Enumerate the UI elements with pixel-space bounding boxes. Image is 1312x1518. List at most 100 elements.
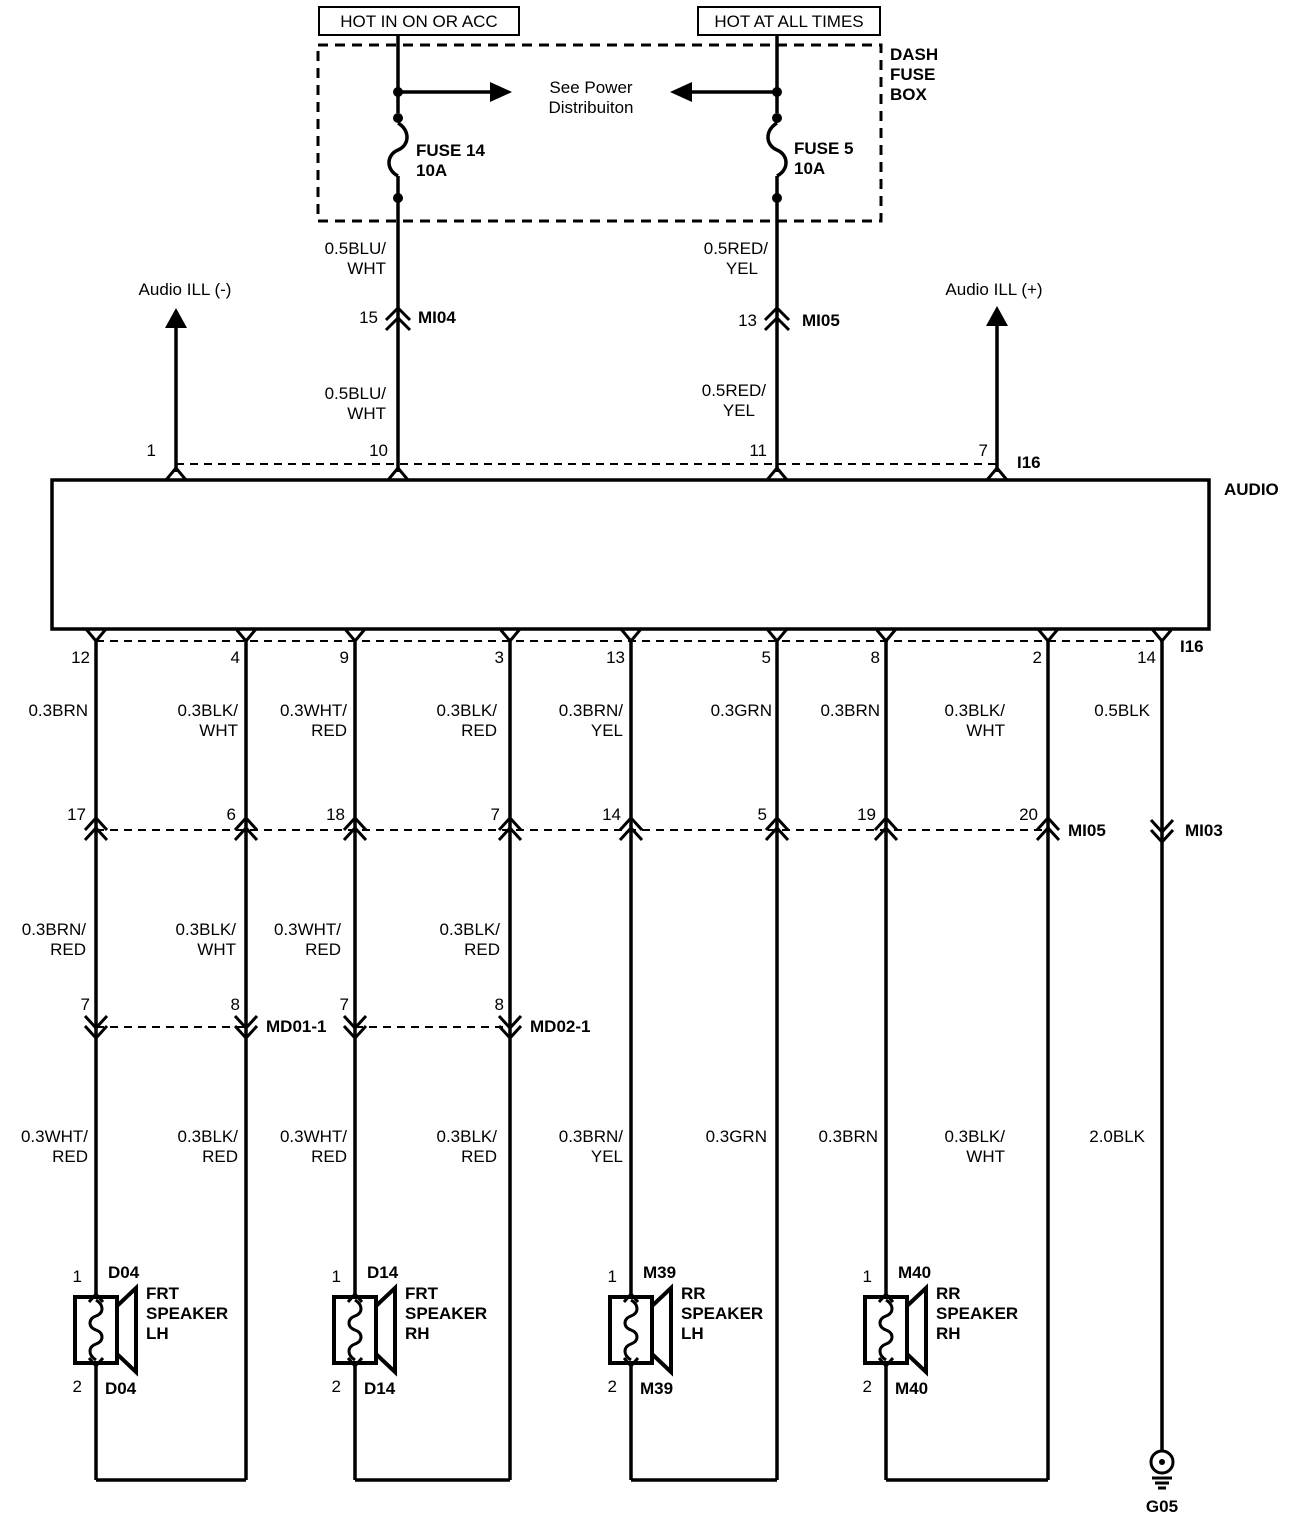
- speaker-pin2-symbol: [87, 1357, 105, 1369]
- wire-color-label: 0.3BLK/: [945, 701, 1006, 720]
- speaker-coil-icon: [878, 1298, 894, 1362]
- speaker-connector-label-top: D04: [108, 1263, 140, 1282]
- wire-color-label: WHT: [197, 940, 236, 959]
- mi05-pin-number: 6: [227, 805, 236, 824]
- i16-bottom-pin-number: 12: [71, 648, 90, 667]
- mi04-connector-symbol: [384, 305, 412, 332]
- mi05-top-label: MI05: [802, 311, 840, 330]
- speaker-cone-icon: [650, 1283, 673, 1377]
- dash-fuse-box-label-2: FUSE: [890, 65, 935, 84]
- mi03-label: MI03: [1185, 821, 1223, 840]
- wire-color-label: 0.3WHT/: [274, 920, 341, 939]
- i16-pin-11-symbol: [765, 465, 789, 481]
- mi05-pin-number: 19: [857, 805, 876, 824]
- see-power-label-1: See Power: [549, 78, 632, 97]
- wire-color-label: 0.3BLK/: [437, 1127, 498, 1146]
- mi05-pin-number: 7: [491, 805, 500, 824]
- speaker-name-label: SPEAKER: [405, 1304, 487, 1323]
- i16-bottom-pin-symbol: [84, 628, 108, 644]
- i16-bottom-pin-number: 3: [495, 648, 504, 667]
- speaker-cone-icon: [905, 1283, 928, 1377]
- wire-color-label: YEL: [591, 721, 623, 740]
- wire-color-label: RED: [311, 721, 347, 740]
- wire-color-label: RED: [464, 940, 500, 959]
- wire-color-label: RED: [461, 1147, 497, 1166]
- ground-icon: [1152, 1476, 1172, 1490]
- i16-top-label: I16: [1017, 453, 1041, 472]
- i16-bottom-pin-number: 8: [871, 648, 880, 667]
- see-power-arrow-left-head: [490, 82, 512, 102]
- fuse14-element: [387, 121, 409, 178]
- audio-ill-plus-label: Audio ILL (+): [945, 280, 1042, 299]
- wire-color-label: RED: [52, 1147, 88, 1166]
- speaker-pin2-number: 2: [332, 1377, 341, 1396]
- wire-color-label: WHT: [966, 721, 1005, 740]
- speaker-name-label: RR: [681, 1284, 706, 1303]
- wire-color-label: 0.3BRN/: [559, 701, 624, 720]
- wire-color-label: WHT: [966, 1147, 1005, 1166]
- speaker-pin2-symbol: [877, 1357, 895, 1369]
- audio-unit-label: AUDIO: [1224, 480, 1279, 499]
- speakers: D04D0412FRTSPEAKERLHD14D1412FRTSPEAKERRH…: [73, 1263, 1019, 1398]
- wire-color-label: 0.3BLK/: [437, 701, 498, 720]
- i16-bottom-pin-symbol: [874, 628, 898, 644]
- speaker-connector-label-top: M40: [898, 1263, 931, 1282]
- wire-color-label: RED: [311, 1147, 347, 1166]
- mi05-pin-number: 14: [602, 805, 621, 824]
- mi05-pin-number: 18: [326, 805, 345, 824]
- i16-bottom-pin-symbol: [765, 628, 789, 644]
- i16-bottom-pin-symbol: [619, 628, 643, 644]
- speaker-name-label: RH: [405, 1324, 430, 1343]
- i16-bottom-pin-symbol: [1150, 628, 1174, 644]
- speaker-cone-icon: [115, 1283, 138, 1377]
- speaker-name-label: FRT: [146, 1284, 180, 1303]
- speaker-name-label: SPEAKER: [936, 1304, 1018, 1323]
- i16-bottom-pin-number: 9: [340, 648, 349, 667]
- i16-top-pin-1: 1: [147, 441, 156, 460]
- i16-bottom-pin-symbol: [1036, 628, 1060, 644]
- speaker-pin1-number: 1: [73, 1267, 82, 1286]
- md02-label: MD02-1: [530, 1017, 590, 1036]
- i16-bottom-pin-symbol: [343, 628, 367, 644]
- mi05-pin-number: 5: [758, 805, 767, 824]
- wire-color-label: 0.3BLK/: [945, 1127, 1006, 1146]
- speaker-pin2-symbol: [346, 1357, 364, 1369]
- speaker-connector-label-top: M39: [643, 1263, 676, 1282]
- i16-bottom-pin-number: 13: [606, 648, 625, 667]
- i16-bottom-label: I16: [1180, 637, 1204, 656]
- md-pin-number: 8: [495, 995, 504, 1014]
- mi05-mid-label: MI05: [1068, 821, 1106, 840]
- wire-label-blu-wht-a1: 0.5BLU/: [325, 239, 387, 258]
- i16-bottom-pin-number: 5: [762, 648, 771, 667]
- wire-color-label: 0.3GRN: [706, 1127, 767, 1146]
- speaker-connector-label-bottom: D04: [105, 1379, 137, 1398]
- speaker-connector-label-top: D14: [367, 1263, 399, 1282]
- audio-ill-minus-label: Audio ILL (-): [139, 280, 232, 299]
- wire-color-label: 0.3BLK/: [176, 920, 237, 939]
- fuse14-rating: 10A: [416, 161, 447, 180]
- md-pin-number: 7: [340, 995, 349, 1014]
- wire-color-label: RED: [50, 940, 86, 959]
- speaker-connector-label-bottom: D14: [364, 1379, 396, 1398]
- dash-fuse-box-label-1: DASH: [890, 45, 938, 64]
- speaker-pin2-number: 2: [863, 1377, 872, 1396]
- fuse5-top-terminal: [772, 113, 782, 123]
- speaker-pin1-number: 1: [863, 1267, 872, 1286]
- wire-color-label: YEL: [591, 1147, 623, 1166]
- i16-pin-7-symbol: [985, 465, 1009, 481]
- wire-color-label: 0.3WHT/: [280, 701, 347, 720]
- speaker-pin2-symbol: [622, 1357, 640, 1369]
- wire-label-blu-wht-b2: WHT: [347, 404, 386, 423]
- wire-color-label: RED: [461, 721, 497, 740]
- wire-color-label: 0.3BRN/: [559, 1127, 624, 1146]
- see-power-arrow-right-head: [670, 82, 692, 102]
- mi05-pin-number: 20: [1019, 805, 1038, 824]
- ground-g05-label: G05: [1146, 1497, 1178, 1516]
- speaker-pin1-number: 1: [608, 1267, 617, 1286]
- i16-top-pin-11: 11: [749, 441, 767, 460]
- i16-bottom-pin-symbol: [234, 628, 258, 644]
- speaker-connector-label-bottom: M39: [640, 1379, 673, 1398]
- i16-pin-10-symbol: [386, 465, 410, 481]
- wire-color-label: 0.3BLK/: [440, 920, 501, 939]
